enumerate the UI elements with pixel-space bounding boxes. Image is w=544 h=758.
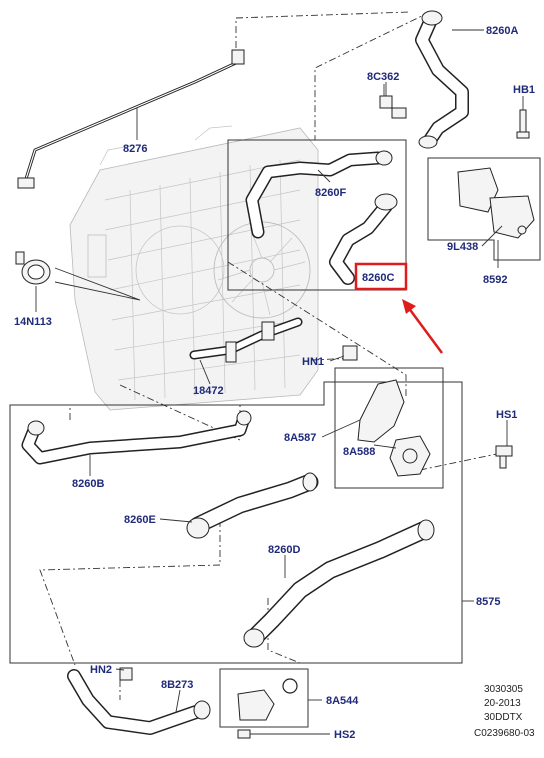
part-hose-8260F <box>245 150 393 239</box>
part-nut-HN2 <box>119 667 133 681</box>
part-clip-14N113 <box>15 251 51 285</box>
label-8276: 8276 <box>123 143 147 155</box>
part-sensor-8A544 <box>237 678 298 721</box>
part-hose-8260E <box>186 472 319 539</box>
label-HN2: HN2 <box>90 664 112 676</box>
part-screw-HS2 <box>237 729 251 739</box>
label-HS2: HS2 <box>334 729 355 741</box>
label-8A587: 8A587 <box>284 432 316 444</box>
label-HN1: HN1 <box>302 356 324 368</box>
part-sensor-8C362 <box>379 82 407 119</box>
label-HB1: HB1 <box>513 84 535 96</box>
footer-line-4: C0239680-03 <box>474 728 535 739</box>
part-hose-8260C <box>329 193 398 285</box>
label-14N113: 14N113 <box>14 316 52 328</box>
label-8B273: 8B273 <box>161 679 193 691</box>
label-18472: 18472 <box>193 385 224 397</box>
label-8260B: 8260B <box>72 478 104 490</box>
label-8260F: 8260F <box>315 187 346 199</box>
label-8260D: 8260D <box>268 544 300 556</box>
label-8575: 8575 <box>476 596 500 608</box>
part-thermostat-8592 <box>457 167 535 239</box>
group-box-thermostat <box>427 157 541 261</box>
label-8A588: 8A588 <box>343 446 375 458</box>
group-box-main <box>9 381 463 664</box>
label-8260A: 8260A <box>486 25 518 37</box>
label-HS1: HS1 <box>496 409 517 421</box>
label-8260E: 8260E <box>124 514 156 526</box>
label-8592: 8592 <box>483 274 507 286</box>
part-hose-8260A <box>415 10 469 149</box>
part-outlet-8A588 <box>389 435 431 477</box>
label-8C362: 8C362 <box>367 71 399 83</box>
part-nut-HN1 <box>342 345 358 361</box>
part-bolt-HB1 <box>516 109 530 139</box>
part-hose-8B273 <box>67 669 211 735</box>
highlight-arrow <box>402 299 444 354</box>
footer-line-1: 3030305 <box>484 684 523 695</box>
highlight-box-8260C <box>354 262 408 291</box>
group-box-bracket <box>334 367 444 489</box>
part-hose-8260B <box>21 410 252 465</box>
part-pipe-18472 <box>189 317 303 363</box>
label-9L438: 9L438 <box>447 241 478 253</box>
group-box-sensor <box>219 668 309 728</box>
leader-lines <box>35 29 524 735</box>
footer-line-2: 20-2013 <box>484 698 521 709</box>
part-screw-HS1 <box>495 445 513 469</box>
part-bracket-8A587 <box>357 379 405 443</box>
part-vent-tube-8276 <box>17 49 245 189</box>
part-hose-8260D <box>243 519 435 648</box>
label-8260C: 8260C <box>362 272 394 284</box>
footer-line-3: 30DDTX <box>484 712 523 723</box>
label-8A544: 8A544 <box>326 695 359 707</box>
